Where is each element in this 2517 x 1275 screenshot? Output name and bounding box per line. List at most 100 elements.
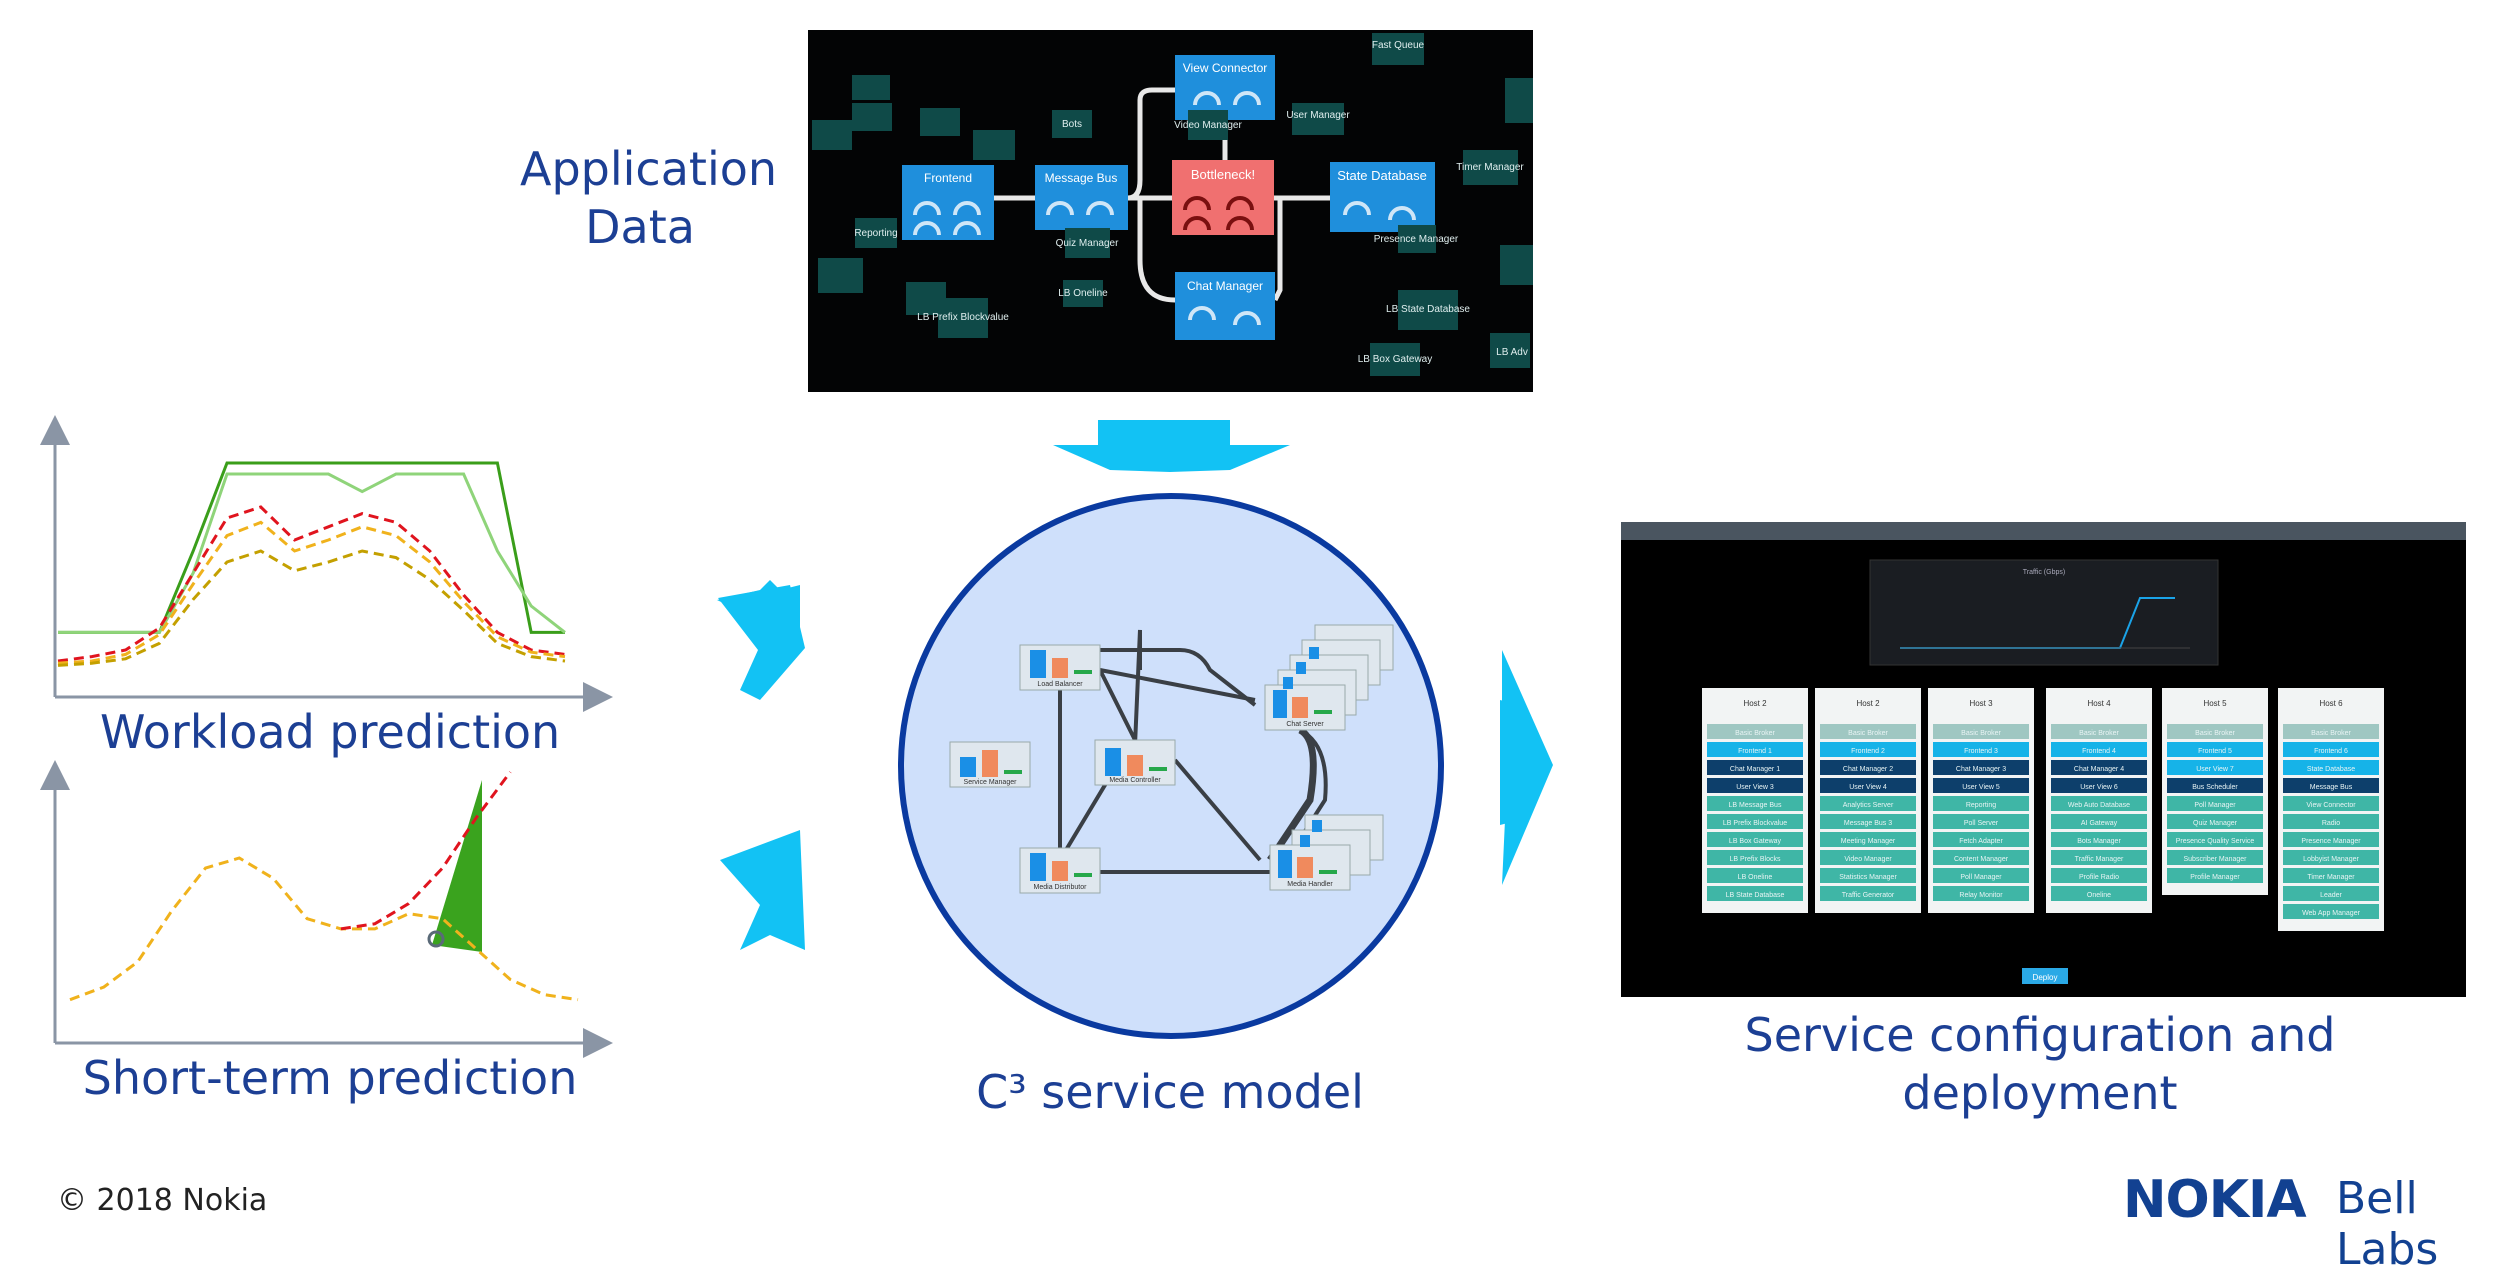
host-item-label: Web Auto Database [2068,802,2130,809]
host-item [1707,850,1803,865]
host-item-label: AI Gateway [2081,820,2118,827]
host-item [1820,868,1916,883]
host-item [2283,778,2379,793]
host-item-label: Meeting Manager [1841,838,1896,845]
host-item [2283,886,2379,901]
node-bottleneck-label: Bottleneck! [1191,167,1255,182]
host-item [2051,814,2147,829]
sm-chat-server-stack: Chat Server [1264,624,1394,731]
diagram-canvas: View Connector Frontend Message Bus Bott… [40,30,2466,1058]
host-item-label: Reporting [1966,802,1996,809]
host-item [1707,814,1803,829]
host-item-label: LB Oneline [1738,874,1773,881]
prediction-point [427,930,445,948]
host-item-label: Basic Broker [2079,730,2119,737]
host-item-label: Poll Manager [2194,802,2236,809]
arrow-workload-to-model-body [718,585,805,700]
host-item [2283,868,2379,883]
host-item-label: Content Manager [1954,856,2009,863]
workload-series-5 [57,549,566,667]
topology-links [994,87,1330,303]
host-item [1820,796,1916,811]
host-item-label: User View 5 [1962,784,2000,791]
host-item-label: Basic Broker [1735,730,1775,737]
host-item [2283,760,2379,775]
node-state-database: State Database [1330,162,1435,232]
host-item-label: Profile Manager [2190,874,2240,881]
host-item [1820,724,1916,739]
host-item-label: Radio [2322,820,2340,827]
label-fast-queue: Fast Queue [1372,40,1425,51]
prediction-cone [432,780,482,952]
host-item-label: Oneline [2087,892,2111,899]
host-item-label: LB Message Bus [1729,802,1782,809]
application-topology-screenshot: View Connector Frontend Message Bus Bott… [808,30,1533,392]
sm-chat-server-label: Chat Server [1286,721,1324,728]
host-item-label: Basic Broker [2311,730,2351,737]
host-item [2167,724,2263,739]
host-item [1707,760,1803,775]
caption-service-config-line2: deployment [1902,1066,2178,1120]
label-quiz-manager: Quiz Manager [1056,238,1119,249]
host-item [1820,742,1916,757]
workload-series-3 [57,505,566,663]
host-item-label: Frontend 5 [2198,748,2232,755]
host-item-label: State Database [2307,766,2355,773]
host-item [1820,814,1916,829]
host-item [1707,832,1803,847]
host-item [1820,886,1916,901]
sm-load-balancer: Load Balancer [1019,644,1101,691]
label-video-manager: Video Manager [1174,120,1242,131]
caption-service-model: C³ service model [976,1065,1364,1119]
nokia-logo: NOKIA [2123,1170,2307,1230]
host-item-label: Profile Radio [2079,874,2119,881]
workload-series-1 [58,461,565,634]
host-item-label: Statistics Manager [1839,874,1897,881]
host-item-label: Basic Broker [2195,730,2235,737]
host-item [2167,760,2263,775]
deploy-chart-title: Traffic (Gbps) [2023,569,2065,576]
down-arrow [1053,445,1290,472]
host-item [2167,796,2263,811]
host-item [1933,886,2029,901]
host-item-label: Poll Server [1964,820,1999,827]
host-item [1707,868,1803,883]
host-item [2283,904,2379,919]
bottleneck-gauges [1183,196,1254,231]
host-item-label: LB Prefix Blocks [1730,856,1781,863]
node-bottleneck: Bottleneck! [1172,160,1274,235]
host-item [1933,814,2029,829]
host-item [1933,724,2029,739]
label-reporting: Reporting [854,228,897,239]
deployment-screenshot: Traffic (Gbps) Host 2 Basic BrokerFronten… [1621,522,2466,997]
label-lb-oneline: LB Oneline [1058,288,1108,299]
short-term-prediction-chart [40,760,613,1058]
label-lb-adv: LB Adv [1496,347,1528,358]
deploy-button-label: Deploy [2033,973,2058,982]
deploy-button[interactable] [2022,968,2068,984]
node-message-bus: Message Bus [1035,165,1128,230]
topology-small-labels: Fast Queue User Manager Timer Manager LB… [854,40,1528,365]
label-bots: Bots [1062,119,1082,130]
host-item-label: Frontend 2 [1851,748,1885,755]
host-item [1707,724,1803,739]
host-item-label: Lobbyist Manager [2303,856,2359,863]
short-term-series-1 [69,856,579,1002]
host-item [1707,742,1803,757]
label-user-manager: User Manager [1286,110,1350,121]
host-name: Host 2 [1743,699,1767,708]
host-item [1933,760,2029,775]
node-state-database-label: State Database [1337,168,1427,183]
workload-series-2 [58,472,566,634]
sm-media-handler-stack: Media Handler [1269,814,1384,891]
host-item-label: LB Prefix Blockvalue [1723,820,1787,827]
host-item [1933,778,2029,793]
host-item [2051,778,2147,793]
host-item [1820,850,1916,865]
host-item-label: Traffic Manager [2075,856,2124,863]
copyright-text: © 2018 Nokia [57,1183,268,1218]
host-item [1933,796,2029,811]
host-item [1820,832,1916,847]
host-item-label: Traffic Generator [1842,892,1895,899]
host-item [1933,832,2029,847]
